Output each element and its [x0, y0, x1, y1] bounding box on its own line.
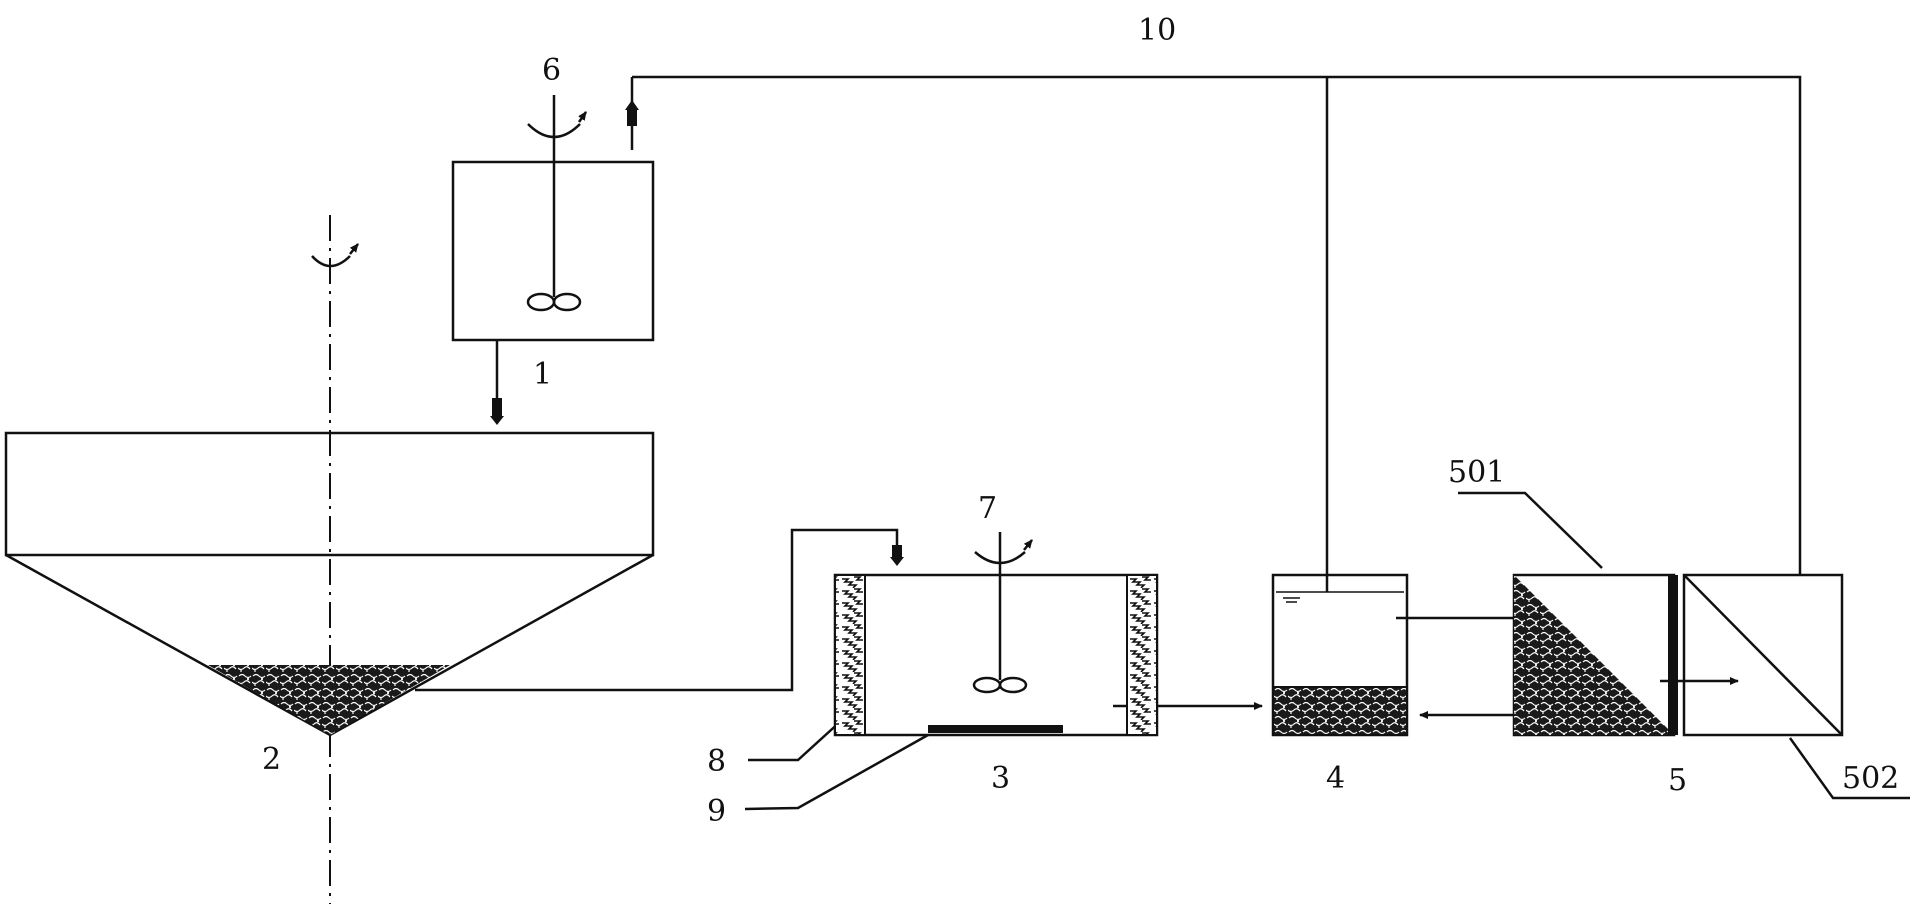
agitator-6-blade-left: [526, 292, 556, 312]
valve-2: [492, 398, 502, 416]
label-501: 501: [1448, 455, 1505, 490]
unit-502-diagonal: [1683, 574, 1843, 736]
pipe-2-to-3: [415, 528, 899, 692]
valve-3: [892, 545, 902, 559]
header-pipe: [632, 75, 1802, 575]
unit-502: [1682, 573, 1844, 737]
agitator-7-rotation-icon: [974, 551, 1026, 565]
valve-1: [627, 108, 637, 126]
label-10: 10: [1138, 13, 1176, 48]
label-3: 3: [991, 761, 1010, 796]
leader-501: [1458, 491, 1603, 569]
vessel-2-rotation-icon: [311, 255, 351, 268]
agitator-6-rotation-icon: [527, 123, 581, 139]
reactor-3: [833, 573, 1159, 737]
heating-plate-9: [928, 725, 1063, 733]
vessel-2-sludge: [208, 665, 450, 735]
heater-8-left: [834, 574, 866, 736]
membrane-separator: [1668, 575, 1678, 735]
label-502: 502: [1842, 761, 1899, 796]
label-9: 9: [707, 794, 726, 829]
agitator-7-blade-right: [998, 676, 1028, 694]
label-7: 7: [978, 491, 997, 526]
label-6: 6: [542, 53, 561, 88]
label-2: 2: [262, 742, 281, 777]
label-8: 8: [707, 744, 726, 779]
leader-502: [1788, 737, 1910, 800]
agitator-7-blade-left: [972, 676, 1002, 694]
label-1: 1: [533, 357, 552, 392]
unit-501-filter-media: [1514, 575, 1674, 735]
label-5: 5: [1668, 763, 1687, 798]
tank-4-sludge: [1272, 686, 1408, 736]
heater-8-right: [1126, 574, 1158, 736]
label-4: 4: [1326, 761, 1345, 796]
agitator-6-blade-right: [552, 292, 582, 312]
leader-8: [748, 719, 843, 762]
leader-9: [744, 733, 929, 811]
